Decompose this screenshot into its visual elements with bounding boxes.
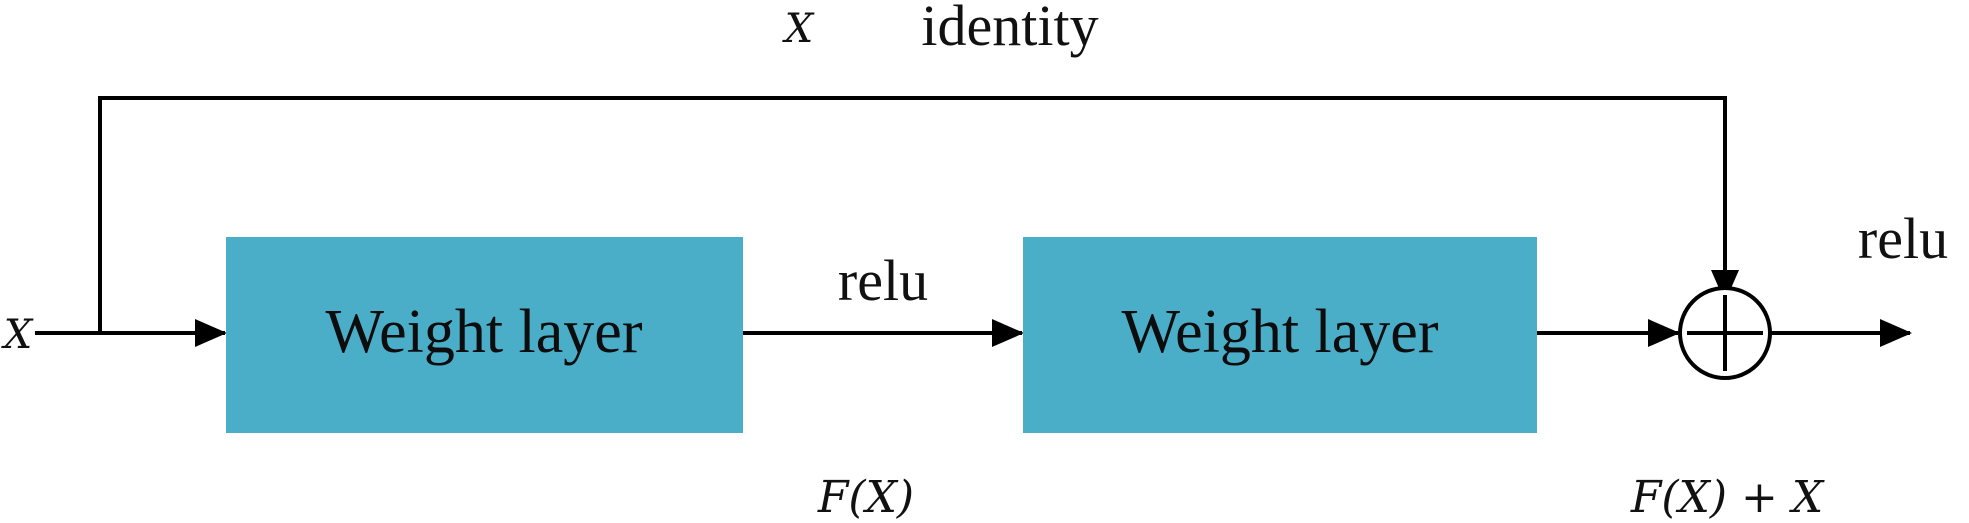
weight-layer-block-2: [1023, 237, 1537, 433]
input-x-label: X: [1, 312, 34, 358]
weight-layer-block-1: [226, 237, 743, 433]
relu-output-label: relu: [1858, 206, 1948, 271]
relu-middle-label: relu: [838, 248, 928, 313]
sum-node: [1678, 286, 1772, 380]
weight-layer-2-label: Weight layer: [1122, 298, 1439, 366]
weight-layer-1-label: Weight layer: [326, 298, 643, 366]
identity-label: identity: [921, 0, 1098, 58]
identity-x-label: X: [782, 6, 815, 52]
identity-skip-connection: [98, 96, 1739, 333]
sum-label: F(X) + X: [1630, 472, 1825, 523]
fx-label: F(X): [817, 472, 914, 523]
